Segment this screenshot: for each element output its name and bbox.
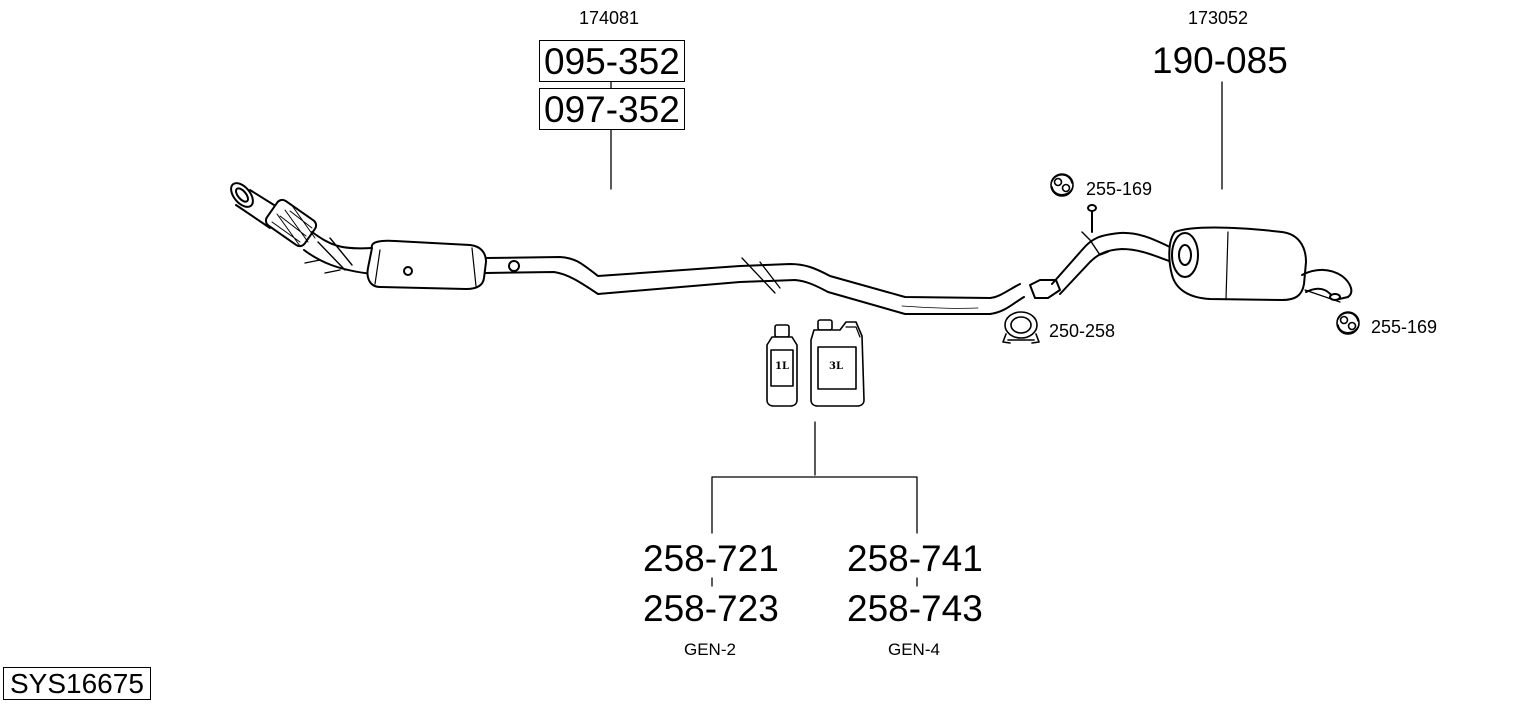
rubber-hanger-icon [1336, 311, 1360, 335]
system-id: SYS16675 [3, 667, 151, 700]
part-number-gen2-primary[interactable]: 258-721 [643, 538, 779, 579]
part-number-gen4-alternate[interactable]: 258-743 [847, 588, 983, 629]
rear-silencer [1168, 226, 1353, 303]
fluid-bottle-icon [766, 324, 798, 407]
part-number-hanger-top[interactable]: 255-169 [1086, 179, 1153, 199]
catalog-number-front: 174081 [579, 8, 640, 28]
leader-lines [610, 79, 1223, 587]
part-number-gen2-alternate[interactable]: 258-723 [643, 588, 779, 629]
rear-pipe [1029, 204, 1173, 299]
rubber-hanger-icon [1050, 173, 1074, 197]
part-number-front-primary[interactable]: 095-352 [539, 40, 685, 82]
gen4-label: GEN-4 [888, 640, 940, 659]
part-number-hanger-rear[interactable]: 255-169 [1371, 317, 1438, 337]
part-number-gen4-primary[interactable]: 258-741 [847, 538, 983, 579]
part-number-front-alternate[interactable]: 097-352 [539, 88, 685, 130]
part-number-rear-silencer[interactable]: 190-085 [1152, 40, 1288, 81]
front-downpipe [230, 182, 373, 275]
middle-pipe [485, 256, 1025, 315]
canister-volume-label: 3L [829, 361, 843, 372]
fluid-canister-icon [810, 319, 865, 407]
catalog-number-rear: 173052 [1188, 8, 1249, 28]
gen2-label: GEN-2 [684, 640, 736, 659]
catalytic-converter [366, 239, 487, 290]
bottle-volume-label: 1L [775, 361, 789, 372]
pipe-clamp-icon [1002, 311, 1040, 344]
part-number-clamp[interactable]: 250-258 [1049, 321, 1116, 341]
